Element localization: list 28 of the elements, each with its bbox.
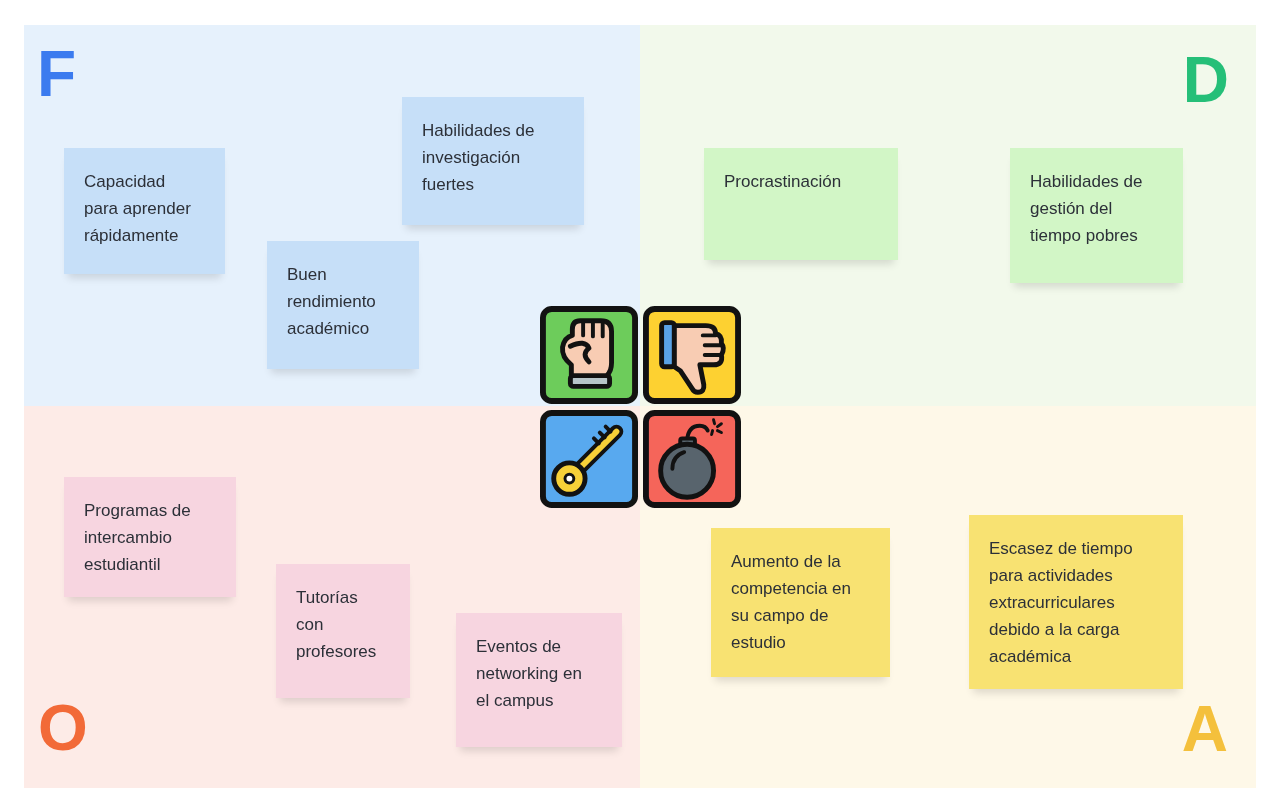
note-text: Aumento de la competencia en su campo de estudio: [731, 551, 853, 654]
sticky-note: [711, 528, 890, 677]
quadrant-letter: O: [38, 696, 88, 760]
quadrant-panel: [640, 25, 1256, 406]
quadrant-letter: F: [37, 42, 77, 106]
sticky-note: [276, 564, 410, 698]
note-text: Habilidades de gestión del tiempo pobres: [1030, 171, 1144, 247]
sticky-note: [64, 477, 236, 597]
sticky-note: [402, 97, 584, 225]
sticky-note: [456, 613, 622, 747]
quadrant-letter: A: [1181, 697, 1228, 761]
note-text: Habilidades de investigación fuertes: [422, 120, 536, 196]
note-text: Procrastinación: [724, 171, 843, 193]
sticky-note: [1010, 148, 1183, 283]
note-text: Buen rendimiento académico: [287, 264, 377, 340]
sticky-note: [969, 515, 1183, 689]
note-text: Escasez de tiempo para actividades extracurriculares debido a la carga académica: [989, 538, 1134, 668]
sticky-note: [64, 148, 225, 274]
note-text: Tutorías con profesores: [296, 587, 378, 663]
quadrant-panel: [24, 25, 640, 406]
note-text: Programas de intercambio estudiantil: [84, 500, 192, 576]
quadrant-panel: [640, 406, 1256, 788]
note-text: Eventos de networking en el campus: [476, 636, 583, 712]
quadrant-panel: [24, 406, 640, 788]
quadrant-letter: D: [1182, 48, 1229, 112]
sticky-note: [704, 148, 898, 260]
sticky-note: [267, 241, 419, 369]
note-text: Capacidad para aprender rápidamente: [84, 171, 192, 247]
